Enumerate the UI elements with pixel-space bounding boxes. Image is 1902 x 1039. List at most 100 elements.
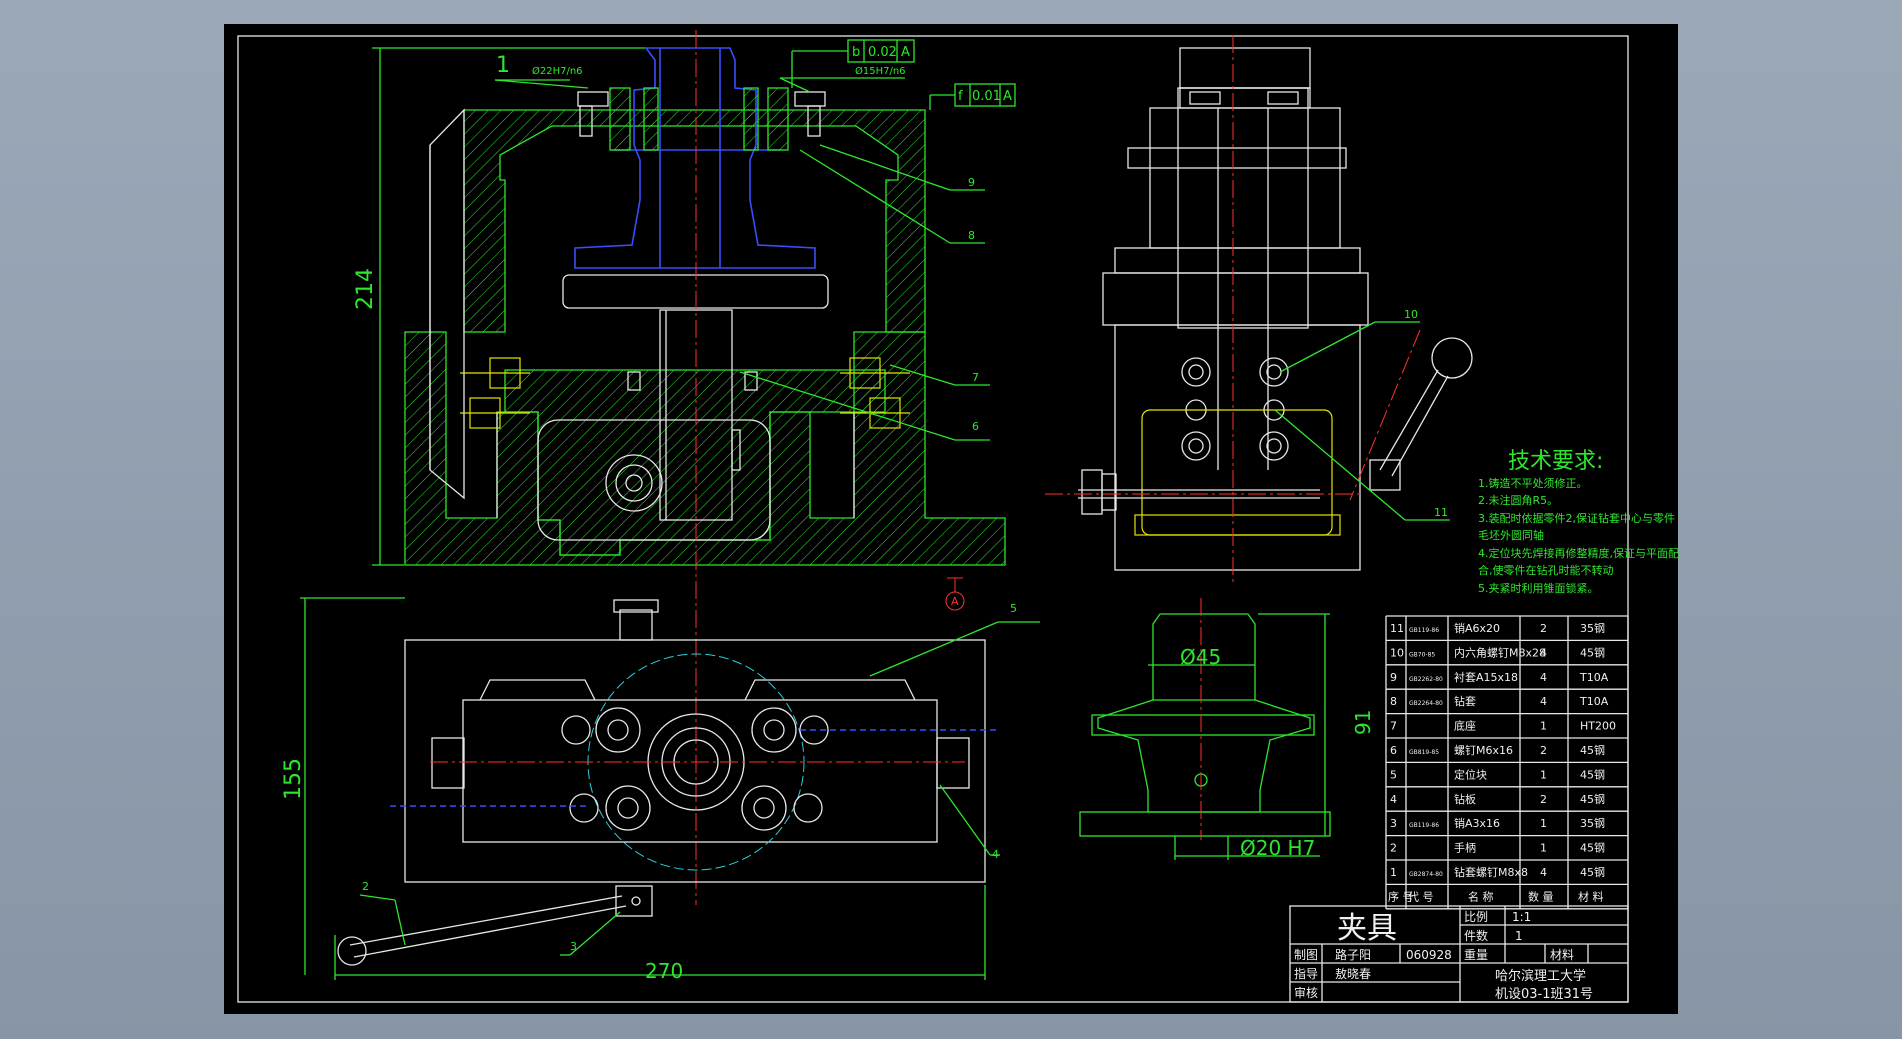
drawn-by: 路子阳 (1335, 947, 1371, 962)
scale-value: 1:1 (1512, 910, 1531, 924)
tech-line-2: 2.未注圆角R5。 (1478, 493, 1558, 507)
bom-header-cell: 序 号 (1388, 889, 1414, 903)
bom-row-code: GB819-85 (1409, 749, 1439, 756)
bom-row-no: 3 (1390, 817, 1397, 830)
bom-row-qty: 1 (1540, 720, 1547, 733)
bom-row-no: 11 (1390, 622, 1404, 635)
svg-text:0.02: 0.02 (868, 45, 897, 60)
balloon-4: 4 (992, 848, 999, 861)
balloon-7: 7 (972, 371, 979, 384)
bom-row-material: T10A (1579, 671, 1609, 684)
count-value: 1 (1515, 929, 1523, 943)
tech-line-7: 5.夹紧时利用锥面锁紧。 (1478, 581, 1599, 595)
bom-row-code: GB2262-80 (1409, 676, 1443, 683)
tech-line-4: 毛坯外圆同轴 (1478, 528, 1544, 542)
balloon-5: 5 (1010, 602, 1017, 615)
tech-line-3: 3.装配时依据零件2,保证钻套中心与零件 (1478, 511, 1675, 525)
bom-row-material: 45钢 (1580, 768, 1605, 781)
drawn-id: 060928 (1406, 948, 1452, 962)
bom-row-name: 钻套 (1454, 694, 1476, 708)
bom-row-material: 45钢 (1580, 646, 1605, 659)
bom-row-qty: 4 (1540, 646, 1547, 659)
bom-row-name: 衬套A15x18 (1454, 671, 1518, 684)
front-section-view: 214 Ø22H7/n6 1 Ø15H7/n6 b 0.02 A f 0.01 … (353, 30, 1016, 905)
bom-row-code: GB2264-80 (1409, 700, 1443, 707)
bom-row-no: 10 (1390, 646, 1404, 659)
tech-line-5: 4.定位块先焊接再修整精度,保证与平面配 (1478, 546, 1679, 560)
bom-row-material: 35钢 (1580, 622, 1605, 635)
balloon-10: 10 (1404, 308, 1418, 321)
dim-91: 91 (1351, 710, 1375, 735)
technical-requirements: 技术要求: 1.铸造不平处须修正。 2.未注圆角R5。 3.装配时依据零件2,保… (1478, 449, 1679, 595)
bom-header-cell: 名 称 (1468, 889, 1494, 903)
dim-270: 270 (645, 959, 683, 983)
bom-row-name: 销A6x20 (1454, 621, 1500, 635)
drawing-border (237, 35, 1629, 1003)
balloon-1: 1 (496, 53, 510, 78)
bom-row-material: 45钢 (1580, 842, 1605, 855)
bom-row-qty: 1 (1540, 842, 1547, 855)
balloon-11: 11 (1434, 506, 1448, 519)
svg-text:A: A (951, 595, 959, 608)
bom-row-code: GB70-85 (1409, 651, 1435, 658)
svg-text:f: f (958, 89, 963, 104)
bom-row-qty: 4 (1540, 671, 1547, 684)
bom-row-qty: 2 (1540, 793, 1547, 806)
bushing-detail-view: Ø45 Ø20 H7 91 (1079, 598, 1375, 860)
bom-header-cell: 材 料 (1578, 889, 1604, 903)
bom-row-material: 45钢 (1580, 744, 1605, 757)
bom-row-no: 7 (1390, 720, 1397, 733)
bom-row-no: 1 (1390, 866, 1397, 879)
bom-row-name: 底座 (1454, 719, 1476, 733)
bom-row-material: HT200 (1580, 720, 1616, 733)
bom-row-qty: 4 (1540, 866, 1547, 879)
section-mark-a: A (945, 577, 965, 611)
fit-annotation-right: Ø15H7/n6 (855, 65, 906, 77)
school-name: 哈尔滨理工大学 (1495, 968, 1586, 984)
tolerance-frame-f: f 0.01 A (929, 83, 1016, 110)
dim-155: 155 (281, 758, 306, 800)
bom-header-cell: 代 号 (1408, 890, 1434, 903)
bom-row-no: 8 (1390, 695, 1397, 708)
dim-214: 214 (353, 268, 378, 310)
bom-row-material: 35钢 (1580, 817, 1605, 830)
fit-annotation-left: Ø22H7/n6 (532, 65, 583, 77)
bom-row-name: 内六角螺钉M8x28 (1454, 645, 1546, 659)
tolerance-frame-b: b 0.02 A (791, 39, 915, 88)
bom-row-qty: 1 (1540, 817, 1547, 830)
count-label: 件数 (1464, 928, 1488, 943)
bom-row-qty: 2 (1540, 622, 1547, 635)
title-block-name: 夹具 (1337, 911, 1397, 946)
bom-row-code: GB119-86 (1409, 822, 1439, 829)
bom-row-material: 45钢 (1580, 793, 1605, 806)
bom-row-no: 5 (1390, 768, 1397, 781)
drawn-label: 制图 (1294, 948, 1318, 962)
balloon-8: 8 (968, 229, 975, 242)
bom-row-name: 钻套螺钉M8x8 (1454, 865, 1528, 879)
svg-text:A: A (901, 45, 910, 60)
guide-label: 指导 (1294, 966, 1318, 981)
tech-line-1: 1.铸造不平处须修正。 (1478, 476, 1588, 490)
title-block: 夹具 比例 1:1 件数 1 重量 材料 制图 路子阳 060928 指导 敖晓… (1289, 905, 1629, 1003)
bom-row-name: 螺钉M6x16 (1454, 744, 1513, 757)
bom-row-name: 钻板 (1454, 792, 1476, 806)
bom-row-material: T10A (1579, 695, 1609, 708)
bom-row-no: 4 (1390, 793, 1397, 806)
dim-phi45: Ø45 (1180, 645, 1221, 669)
bom-header-cell: 数 量 (1528, 890, 1554, 903)
balloon-2: 2 (362, 880, 369, 893)
bom-row-material: 45钢 (1580, 866, 1605, 879)
svg-text:A: A (1003, 89, 1012, 104)
weight-label: 重量 (1464, 948, 1488, 962)
top-view: 155 270 5 4 2 3 (281, 597, 1040, 983)
class-info: 机设03-1班31号 (1495, 987, 1593, 1002)
tech-title: 技术要求: (1508, 449, 1603, 474)
bom-row-no: 6 (1390, 744, 1397, 757)
balloon-6: 6 (972, 420, 979, 433)
bom-row-name: 定位块 (1454, 767, 1487, 781)
svg-text:0.01: 0.01 (972, 89, 1001, 104)
guide-by: 敖晓春 (1335, 966, 1371, 981)
